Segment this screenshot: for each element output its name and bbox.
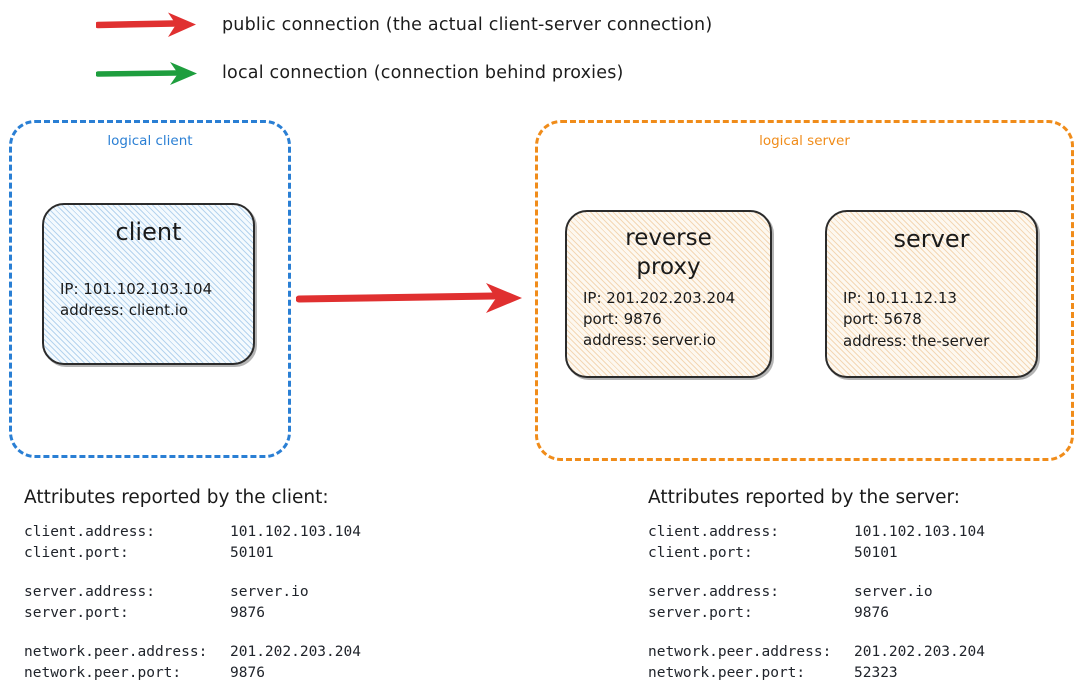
attr-row-spacer xyxy=(648,565,985,582)
attr-key: server.port: xyxy=(648,605,753,622)
public-connection-arrow xyxy=(296,283,522,313)
attr-row-spacer xyxy=(24,625,361,642)
reverse-proxy-node: reverse proxy IP: 201.202.203.204 port: … xyxy=(565,210,772,378)
attr-key: network.peer.address: xyxy=(648,643,832,660)
server-attributes-grid: client.address: 101.102.103.104 client.por… xyxy=(648,522,985,685)
legend-item-local-connection: local connection (connection behind prox… xyxy=(96,58,624,88)
server-node-title: server xyxy=(893,225,970,253)
server-attributes-heading: Attributes reported by the server: xyxy=(648,487,960,508)
logical-server-group-label: logical server xyxy=(759,133,850,149)
server-attributes-table: Attributes reported by the server: clien… xyxy=(648,487,985,685)
client-attributes-table: Attributes reported by the client: clien… xyxy=(24,487,361,685)
attr-key: client.address: xyxy=(24,524,155,540)
attr-value: server.io xyxy=(854,583,933,600)
attr-value: 9876 xyxy=(230,665,265,682)
attr-value: 52323 xyxy=(854,665,898,682)
server-node-attributes: IP: 10.11.12.13 port: 5678 address: the-… xyxy=(843,288,1020,352)
server-node-attr-port: port: 5678 xyxy=(843,310,922,329)
reverse-proxy-node-title: reverse proxy xyxy=(625,225,712,280)
server-node-attr-address: address: the-server xyxy=(843,331,990,350)
attr-key: client.port: xyxy=(24,545,129,562)
client-attributes-heading: Attributes reported by the client: xyxy=(24,487,329,508)
attr-value: 50101 xyxy=(854,545,898,562)
client-attributes-grid: client.address: 101.102.103.104 client.por… xyxy=(24,522,361,685)
attr-value: 201.202.203.204 xyxy=(854,643,985,660)
green-arrow-icon xyxy=(96,62,197,85)
client-node-attributes: IP: 101.102.103.104 address: client.io xyxy=(60,279,237,322)
logical-client-group: logical client xyxy=(9,120,291,458)
legend-item-public-connection: public connection (the actual client-ser… xyxy=(96,10,712,40)
client-node-attr-ip: IP: 101.102.103.104 xyxy=(60,280,213,298)
attr-row-spacer xyxy=(24,565,361,582)
attr-value: server.io xyxy=(230,583,309,600)
logical-server-group: logical server xyxy=(535,120,1074,461)
attr-key: network.peer.address: xyxy=(24,643,208,660)
red-arrow-icon xyxy=(96,12,196,37)
attr-key: client.address: xyxy=(648,524,779,540)
attr-key: server.address: xyxy=(24,583,155,600)
attr-value: 201.202.203.204 xyxy=(230,643,361,660)
reverse-proxy-node-attributes: IP: 201.202.203.204 port: 9876 address: … xyxy=(583,288,754,352)
attr-value: 101.102.103.104 xyxy=(230,524,361,540)
attr-value: 9876 xyxy=(854,605,889,622)
client-node: client IP: 101.102.103.104 address: clie… xyxy=(42,203,255,365)
attr-value: 50101 xyxy=(230,545,274,562)
legend-label-public-connection: public connection (the actual client-ser… xyxy=(222,15,713,35)
client-node-attr-address: address: client.io xyxy=(60,301,189,320)
reverse-proxy-node-attr-port: port: 9876 xyxy=(583,309,662,328)
attr-value: 9876 xyxy=(230,605,265,622)
attr-key: network.peer.port: xyxy=(24,665,182,682)
server-node: server IP: 10.11.12.13 port: 5678 addres… xyxy=(825,210,1038,378)
logical-client-group-label: logical client xyxy=(107,133,193,149)
attr-key: client.port: xyxy=(648,545,753,562)
server-node-attr-ip: IP: 10.11.12.13 xyxy=(843,289,957,307)
attr-row-spacer xyxy=(648,625,985,642)
legend-label-local-connection: local connection (connection behind prox… xyxy=(222,63,624,83)
attr-key: server.address: xyxy=(648,583,779,600)
reverse-proxy-node-attr-ip: IP: 201.202.203.204 xyxy=(583,288,736,307)
reverse-proxy-node-attr-address: address: server.io xyxy=(583,331,716,350)
client-node-title: client xyxy=(115,218,182,246)
attr-key: network.peer.port: xyxy=(648,665,806,682)
attr-key: server.port: xyxy=(24,605,129,622)
attr-value: 101.102.103.104 xyxy=(854,524,985,540)
